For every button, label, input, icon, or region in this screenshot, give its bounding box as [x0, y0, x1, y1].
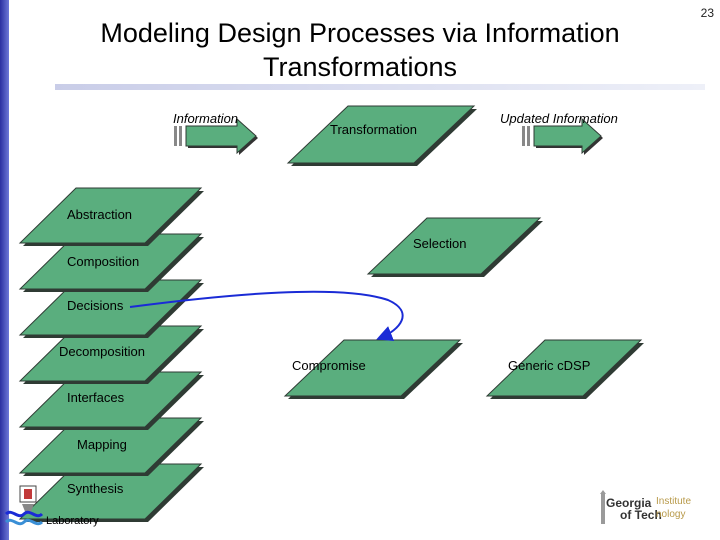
decisions-to-compromise-connector [129, 290, 404, 341]
title-underline [55, 84, 705, 90]
gt-word-nology: nology [656, 509, 686, 520]
gt-word-institute: Institute [656, 496, 692, 507]
slide-title: Modeling Design Processes via Informatio… [100, 18, 620, 82]
transformation-shape [286, 105, 477, 166]
stack-abstraction-shape [18, 187, 204, 246]
stack-interfaces-shape [18, 371, 204, 430]
synthesis-label: Synthesis [67, 481, 124, 496]
stack-decomposition-shape [18, 325, 204, 384]
left-accent-bar [0, 0, 9, 540]
georgia-tech-logo: Georgia Institute of Tech nology [598, 490, 710, 526]
interfaces-label: Interfaces [67, 390, 125, 405]
abstraction-label: Abstraction [67, 207, 133, 222]
transformation-label: Transformation [330, 122, 417, 137]
stack-decisions-shape [18, 279, 204, 338]
selection-label: Selection [413, 236, 467, 251]
compromise-shape [283, 339, 463, 399]
slide-number: 23 [700, 6, 714, 20]
selection-shape [366, 217, 543, 277]
information-arrow-icon [174, 117, 258, 155]
lab-logo-icon [4, 485, 44, 526]
stack-mapping-shape [18, 417, 204, 476]
generic-cdsp-label: Generic cDSP [508, 358, 591, 373]
updated-information-arrow-icon [522, 117, 603, 155]
information-label: Information [173, 111, 239, 126]
decomposition-label: Decomposition [59, 344, 145, 359]
mapping-label: Mapping [77, 437, 127, 452]
generic-cdsp-shape [485, 339, 644, 399]
stack-synthesis-shape [18, 463, 204, 522]
stack-composition-shape [18, 233, 204, 292]
lab-name-text: Laboratory [46, 515, 99, 527]
gt-word-of-tech: of Tech [620, 508, 662, 522]
gt-word-georgia: Georgia [606, 496, 652, 510]
compromise-label: Compromise [292, 358, 366, 373]
decisions-label: Decisions [67, 298, 124, 313]
updated-information-label: Updated Information [500, 111, 618, 126]
composition-label: Composition [67, 254, 140, 269]
tower-icon [600, 490, 606, 524]
